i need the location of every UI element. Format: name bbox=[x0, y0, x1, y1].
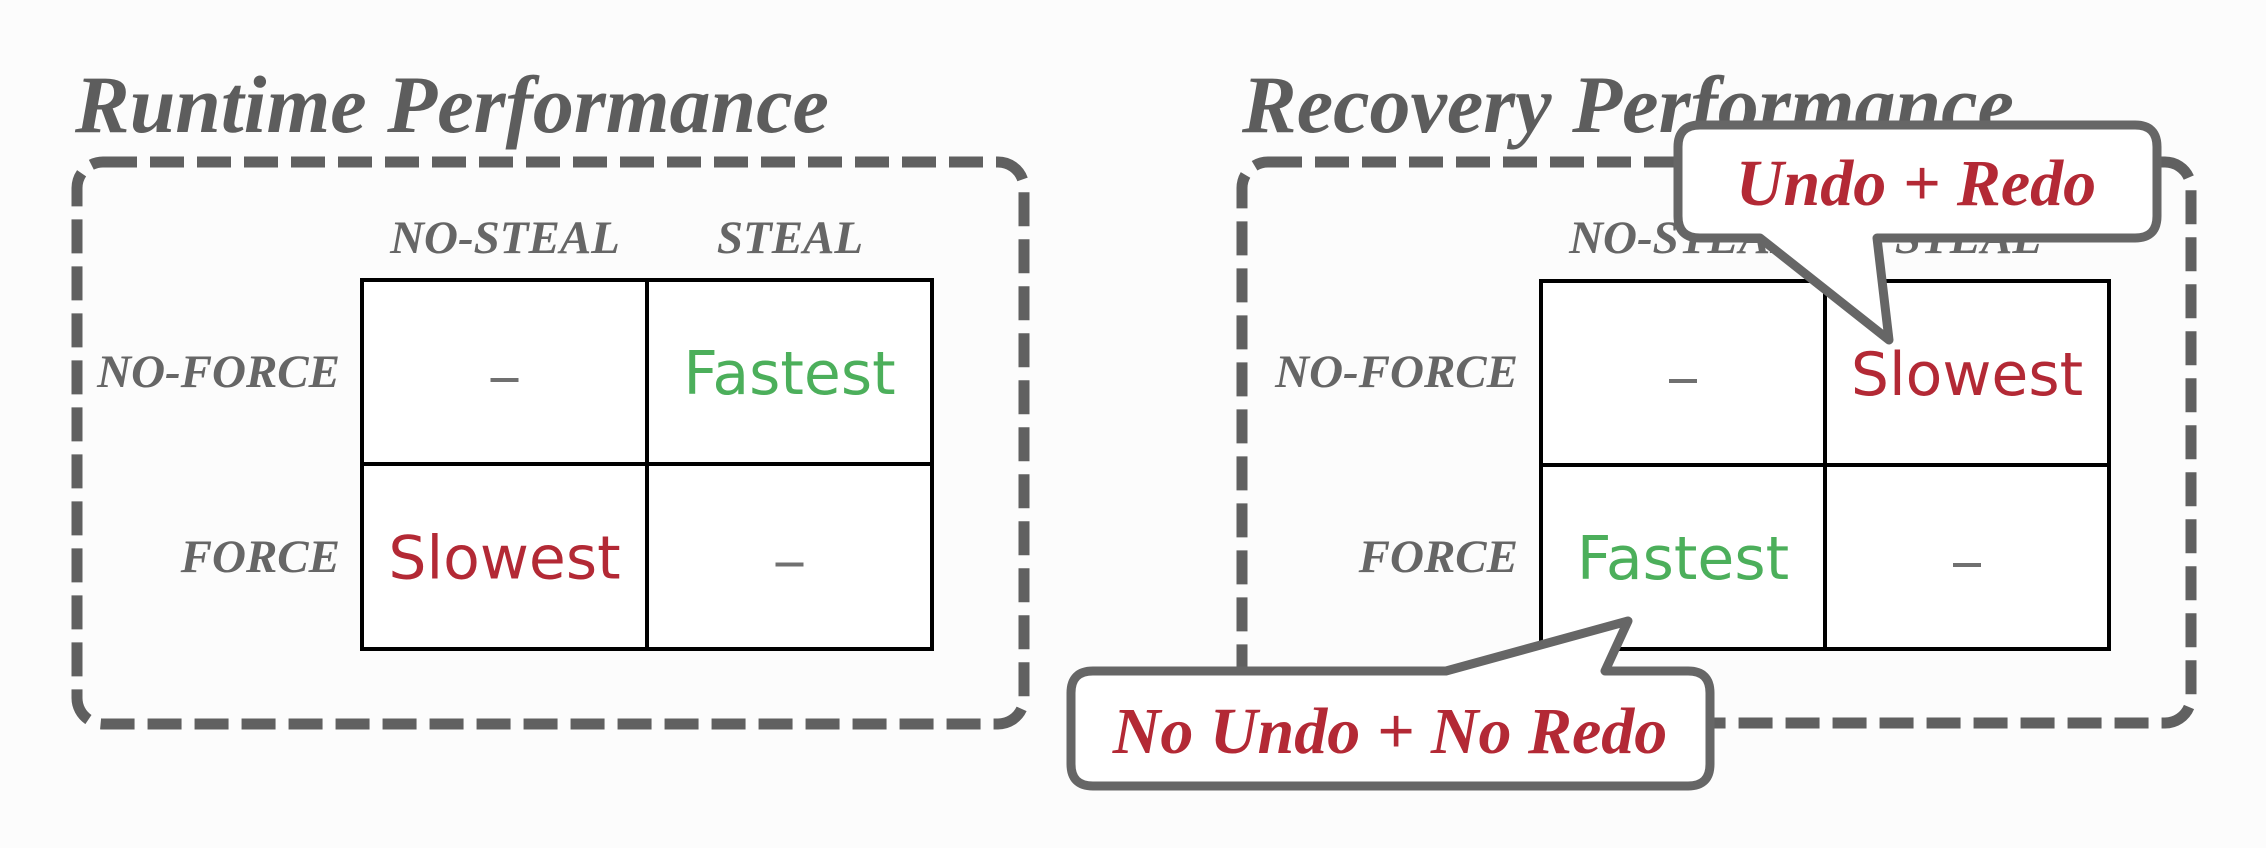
row-header-force: FORCE bbox=[1358, 531, 1518, 583]
slowest-label: Slowest bbox=[1851, 340, 2083, 410]
cell-no-force-steal: Fastest bbox=[683, 339, 895, 409]
cell-force-no-steal: Fastest bbox=[1577, 524, 1789, 594]
callout-undo-redo: Undo + Redo bbox=[1673, 120, 2162, 345]
row-header-force: FORCE bbox=[180, 531, 340, 583]
row-header-no-force: NO-FORCE bbox=[1274, 346, 1518, 398]
cell-force-no-steal: Slowest bbox=[388, 524, 620, 594]
fastest-label: Fastest bbox=[683, 339, 895, 409]
panel-title: Runtime Performance bbox=[74, 59, 829, 150]
performance-matrix: Fastest Slowest bbox=[360, 278, 934, 651]
column-header-steal: STEAL bbox=[717, 212, 863, 264]
speech-bubble bbox=[1673, 120, 2162, 345]
column-header-no-steal: NO-STEAL bbox=[389, 212, 620, 264]
callout-label: Undo + Redo bbox=[1736, 147, 2096, 220]
row-header-no-force: NO-FORCE bbox=[96, 346, 340, 398]
callout-no-undo-no-redo: No Undo + No Redo bbox=[1066, 616, 1715, 791]
performance-matrix: Slowest Fastest bbox=[1539, 279, 2111, 651]
panel-dashed-border bbox=[71, 156, 1030, 730]
cell-no-force-steal: Slowest bbox=[1851, 340, 2083, 410]
fastest-label: Fastest bbox=[1577, 524, 1789, 594]
callout-label: No Undo + No Redo bbox=[1112, 695, 1668, 768]
slowest-label: Slowest bbox=[388, 524, 620, 594]
runtime-performance-panel: Runtime Performance NO-STEAL STEAL NO-FO… bbox=[71, 59, 1030, 730]
speech-bubble bbox=[1066, 616, 1715, 791]
recovery-performance-panel: Recovery Performance NO-STEAL STEAL NO-F… bbox=[1066, 59, 2197, 791]
